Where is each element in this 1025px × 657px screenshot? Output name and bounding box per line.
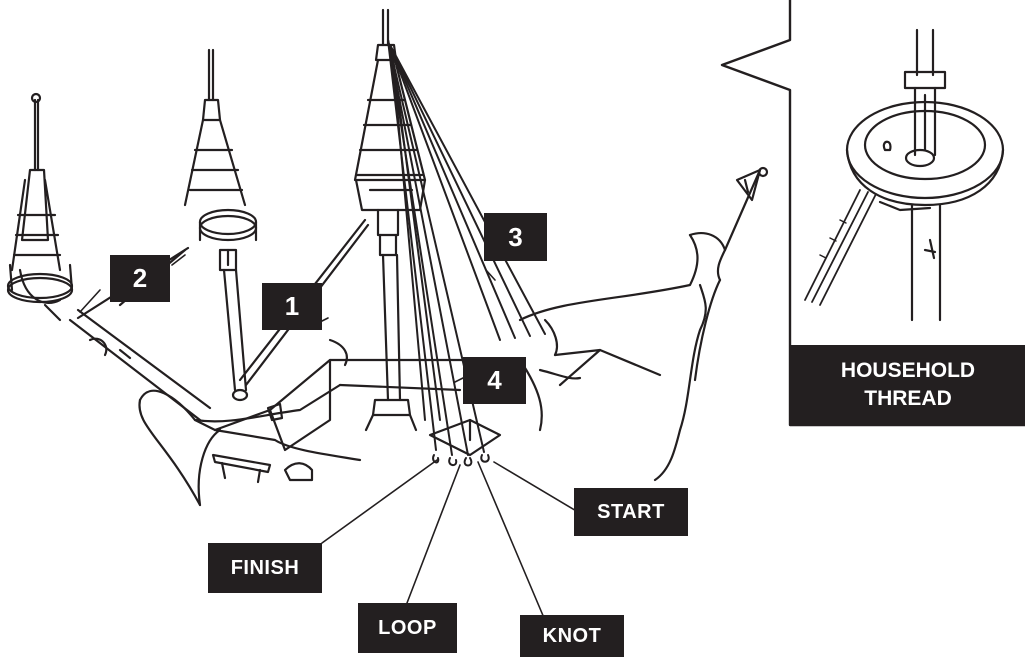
callout-3: 3 — [484, 213, 547, 261]
knot-label: KNOT — [520, 615, 624, 657]
inset-caption-line1: HOUSEHOLD — [840, 359, 976, 382]
inset-caption: HOUSEHOLD THREAD — [791, 345, 1025, 425]
leader-lines — [79, 254, 579, 626]
bowsprit — [68, 308, 212, 422]
fore-mast — [6, 92, 74, 322]
callout-2: 2 — [110, 255, 170, 302]
inset-detail — [720, 0, 1025, 427]
start-label: START — [574, 488, 688, 536]
loop-label: LOOP — [358, 603, 457, 653]
inset-caption-line2: THREAD — [864, 387, 952, 410]
rear-mast — [238, 8, 427, 432]
callout-4: 4 — [463, 357, 526, 404]
finish-label: FINISH — [208, 543, 322, 593]
callout-1: 1 — [262, 283, 322, 330]
rigging-threads — [387, 39, 546, 467]
ship-hull — [138, 166, 769, 507]
